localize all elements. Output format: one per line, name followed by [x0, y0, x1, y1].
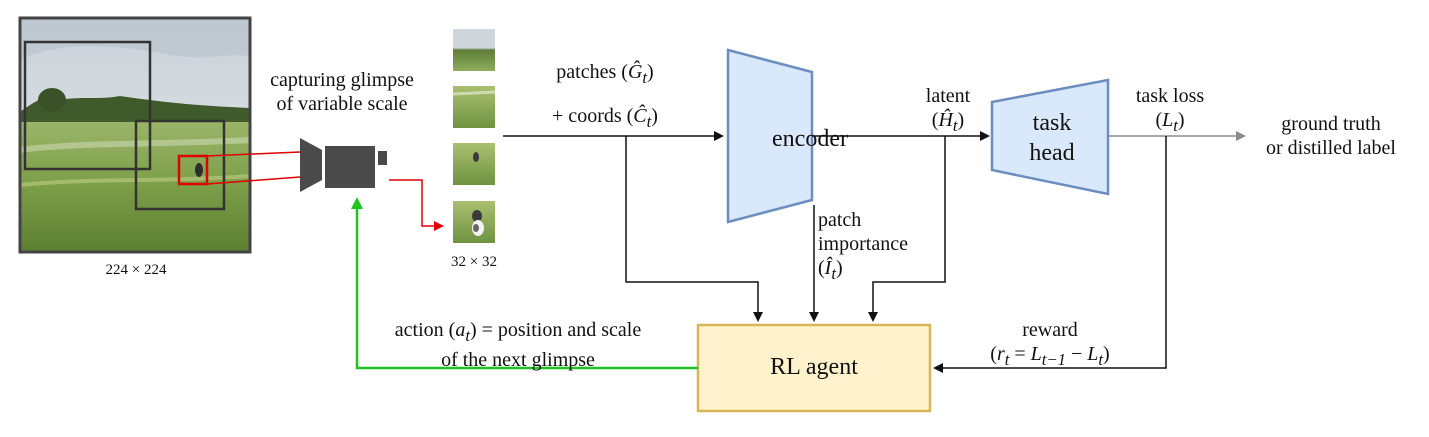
task-head-line2: head: [1029, 140, 1075, 166]
task-head-box: [990, 78, 1110, 196]
patches-symbol: Ĝ: [627, 61, 643, 83]
importance-line2: importance: [818, 233, 908, 255]
importance-sub: t: [831, 264, 836, 283]
reward-r-sub: t: [1004, 350, 1010, 369]
patch-2: [452, 86, 496, 128]
camera-caption-line2: of variable scale: [276, 93, 408, 115]
zoom-line-bottom: [206, 176, 301, 185]
reward-L1: L: [1030, 343, 1042, 365]
target-label: ground truth or distilled label: [1246, 112, 1416, 160]
patches-symbol-sub: t: [642, 68, 648, 87]
patch-3: [453, 143, 495, 185]
task-loss-letter: L: [1162, 109, 1174, 131]
coords-symbol-sub: t: [646, 112, 652, 131]
coords-symbol: Ĉ: [633, 105, 647, 127]
reward-open: (: [990, 343, 997, 365]
task-loss-sub: t: [1173, 116, 1178, 135]
coords-label-suffix: ): [651, 105, 658, 127]
reward-L2: L: [1087, 343, 1099, 365]
patch-1: [453, 29, 495, 71]
action-arrow: [351, 197, 698, 370]
encoder-label: encoder: [772, 126, 848, 152]
action-sub: t: [465, 326, 470, 345]
task-loss-label: task loss (Lt): [1120, 84, 1220, 138]
reward-r: r: [996, 343, 1005, 365]
reward-text: reward: [1022, 319, 1078, 341]
reward-L2-sub: t: [1098, 350, 1104, 369]
task-head-label: task head: [1004, 108, 1100, 168]
rl-agent-box: [696, 323, 932, 413]
latent-symbol-sub: t: [952, 116, 958, 135]
reward-close: ): [1103, 343, 1110, 365]
latent-label: latent (Ĥt): [908, 84, 988, 138]
camera-caption: capturing glimpse of variable scale: [252, 68, 432, 116]
patches-label: patches (Ĝt): [530, 60, 680, 90]
input-photo: [18, 16, 252, 254]
importance-letter: Î: [824, 257, 832, 279]
latent-symbol-letter: Ĥ: [938, 109, 953, 131]
latent-symbol: (Ĥt): [908, 108, 988, 138]
patches-label-prefix: patches (: [556, 61, 628, 83]
action-label: action (at) = position and scale of the …: [368, 318, 668, 372]
reward-eq: =: [1009, 343, 1031, 365]
reward-formula: (rt = Lt−1 − Lt): [950, 342, 1150, 372]
importance-symbol: (Ît): [818, 256, 928, 286]
rl-agent-label: RL agent: [770, 354, 858, 380]
action-line1: action (at) = position and scale: [368, 318, 668, 348]
action-line2: of the next glimpse: [441, 349, 595, 371]
glimpse-arrow: [389, 179, 444, 231]
importance-open: (: [818, 257, 825, 279]
latent-to-agent-arrow: [868, 136, 946, 322]
action-prefix: action (: [394, 319, 456, 341]
task-loss-close: ): [1177, 109, 1185, 131]
task-head-line1: task: [1032, 110, 1072, 136]
patch-4-current: [453, 201, 495, 243]
encoder-box: [726, 48, 814, 224]
reward-arrow: [933, 136, 1167, 373]
reward-L1-sub: t−1: [1041, 350, 1066, 369]
importance-line1: patch: [818, 209, 862, 231]
reward-minus: −: [1066, 343, 1088, 365]
image-size-label: 224 × 224: [105, 262, 167, 278]
task-loss-open: (: [1155, 109, 1163, 131]
camera-caption-line1: capturing glimpse: [270, 69, 414, 91]
importance-label: patch importance (Ît): [818, 208, 928, 286]
patches-to-agent-arrow: [625, 136, 763, 322]
reward-label: reward (rt = Lt−1 − Lt): [950, 318, 1150, 372]
task-loss-symbol: (Lt): [1120, 108, 1220, 138]
task-loss-text: task loss: [1135, 85, 1205, 107]
zoom-line-top: [206, 151, 301, 157]
latent-symbol-open: (: [931, 109, 939, 131]
action-symbol: a: [455, 319, 466, 341]
coords-label: + coords (Ĉt): [530, 104, 680, 134]
coords-label-prefix: + coords (: [552, 105, 634, 127]
glimpse-size-label: 32 × 32: [451, 254, 497, 270]
latent-symbol-close: ): [957, 109, 965, 131]
importance-close: ): [835, 257, 843, 279]
target-line2: or distilled label: [1266, 137, 1396, 159]
action-suffix: ) = position and scale: [469, 319, 642, 341]
patches-label-suffix: ): [647, 61, 654, 83]
camera-icon: [300, 138, 387, 192]
latent-label-text: latent: [925, 85, 971, 107]
target-line1: ground truth: [1281, 113, 1381, 135]
